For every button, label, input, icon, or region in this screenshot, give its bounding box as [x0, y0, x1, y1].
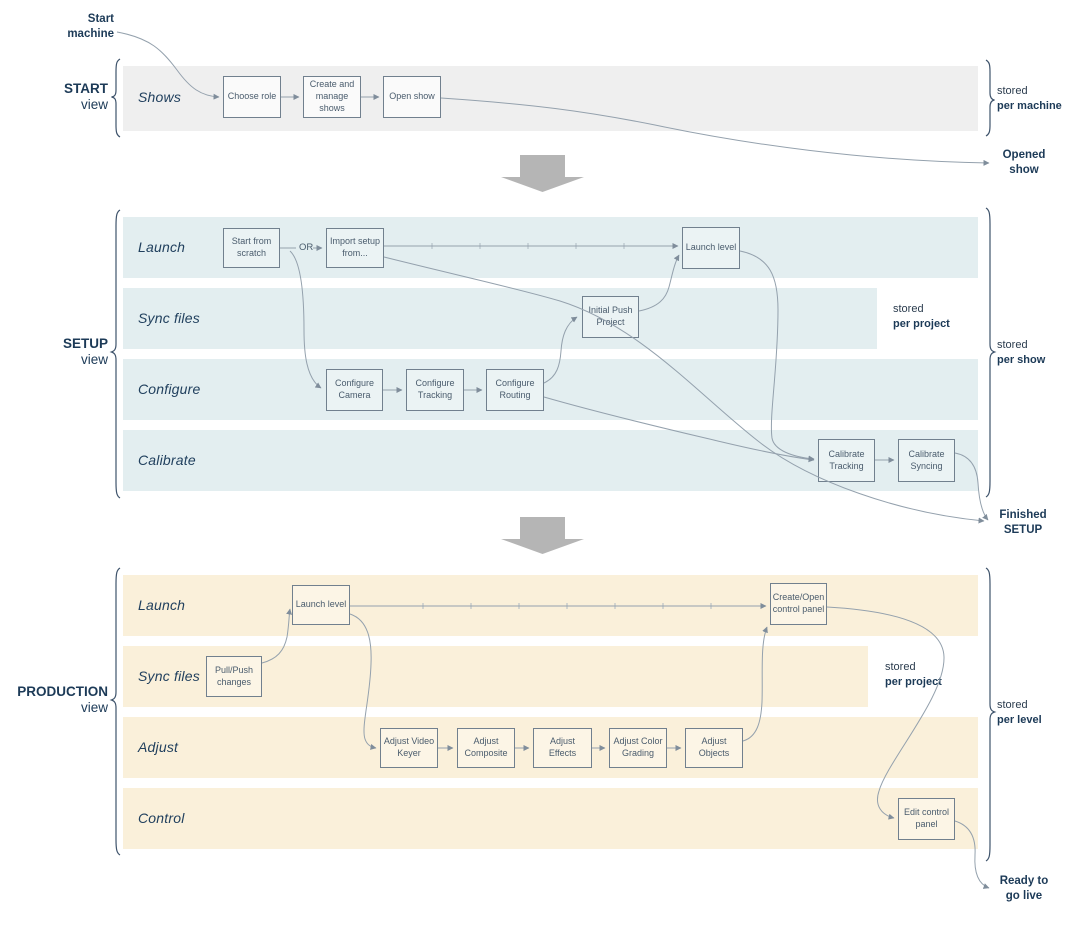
start-section-brace — [111, 58, 121, 138]
box-create-open-control-panel: Create/Open control panel — [770, 583, 827, 625]
production-section-brace — [109, 567, 121, 856]
stored-scope: per project — [893, 318, 950, 330]
stored-scope: per level — [997, 714, 1042, 726]
box-configure-tracking: Configure Tracking — [406, 369, 464, 411]
stored-per-machine-brace — [985, 59, 995, 137]
section-label-setup: SETUP view — [18, 336, 108, 368]
stored-word: stored — [885, 661, 916, 673]
box-calibrate-tracking: Calibrate Tracking — [818, 439, 875, 482]
production-stored-per-project-label: stored per project — [885, 660, 942, 690]
annotation-ready-to-go-live: Ready to go live — [999, 875, 1049, 902]
box-start-from-scratch: Start from scratch — [223, 228, 280, 268]
stored-per-level-brace — [985, 567, 997, 862]
flow-arrow-setup-to-production — [501, 517, 584, 554]
stored-per-machine-label: stored per machine — [997, 84, 1062, 114]
connector-create-open-panel-to-edit-panel — [826, 606, 945, 820]
lane-label-shows: Shows — [138, 89, 182, 105]
section-view-word-start: view — [80, 97, 108, 112]
annotation-finished-setup: Finished SETUP — [999, 509, 1047, 536]
box-setup-launch-level: Launch level — [682, 227, 740, 269]
box-calibrate-syncing: Calibrate Syncing — [898, 439, 955, 482]
stored-word: stored — [997, 85, 1028, 97]
section-view-word-production: view — [80, 700, 108, 715]
stored-per-show-brace — [985, 207, 997, 498]
section-name-start: START — [64, 81, 108, 96]
box-configure-routing: Configure Routing — [486, 369, 544, 411]
flow-arrow-start-to-setup — [501, 155, 584, 192]
box-adjust-effects: Adjust Effects — [533, 728, 592, 768]
box-initial-push-project: Initial Push Project — [582, 296, 639, 338]
connector-launch-level-to-calibrate-tracking — [739, 250, 815, 462]
box-configure-camera: Configure Camera — [326, 369, 383, 411]
lane-label-production-sync-files: Sync files — [138, 668, 200, 684]
lane-label-production-control: Control — [138, 810, 185, 826]
lane-label-setup-configure: Configure — [138, 381, 201, 397]
box-choose-role: Choose role — [223, 76, 281, 118]
lane-label-production-adjust: Adjust — [138, 739, 179, 755]
stored-word: stored — [893, 303, 924, 315]
stored-scope: per project — [885, 676, 942, 688]
stored-per-level-label: stored per level — [997, 698, 1042, 728]
stored-scope: per show — [997, 354, 1046, 366]
annotation-opened-show: Opened show — [1002, 149, 1046, 176]
box-adjust-composite: Adjust Composite — [457, 728, 515, 768]
setup-section-brace — [109, 209, 121, 499]
box-create-and-manage-shows: Create and manage shows — [303, 76, 361, 118]
section-label-start: START view — [18, 81, 108, 113]
lane-label-setup-calibrate: Calibrate — [138, 452, 196, 468]
box-adjust-video-keyer: Adjust Video Keyer — [380, 728, 438, 768]
lane-label-production-launch: Launch — [138, 597, 186, 613]
lane-label-setup-sync-files: Sync files — [138, 310, 200, 326]
stored-word: stored — [997, 699, 1028, 711]
section-label-production: PRODUCTION view — [6, 684, 108, 716]
annotation-start-machine: Start machine — [67, 13, 114, 40]
box-import-setup-from: Import setup from... — [326, 228, 384, 268]
lane-production-launch — [123, 575, 978, 636]
section-name-production: PRODUCTION — [17, 684, 108, 699]
lane-production-control — [123, 788, 978, 849]
lane-setup-sync-files — [123, 288, 877, 349]
stored-per-show-label: stored per show — [997, 338, 1045, 368]
lane-label-setup-launch: Launch — [138, 239, 186, 255]
section-name-setup: SETUP — [62, 336, 108, 351]
stored-word: stored — [997, 339, 1028, 351]
box-pull-push-changes: Pull/Push changes — [206, 656, 262, 697]
box-edit-control-panel: Edit control panel — [898, 798, 955, 840]
box-production-launch-level: Launch level — [292, 585, 350, 625]
stored-scope: per machine — [997, 100, 1062, 112]
box-open-show: Open show — [383, 76, 441, 118]
lane-setup-configure — [123, 359, 978, 420]
setup-stored-per-project-label: stored per project — [893, 302, 950, 332]
box-adjust-color-grading: Adjust Color Grading — [609, 728, 667, 768]
box-adjust-objects: Adjust Objects — [685, 728, 743, 768]
section-view-word-setup: view — [80, 352, 108, 367]
or-connector-label: OR — [299, 242, 314, 253]
